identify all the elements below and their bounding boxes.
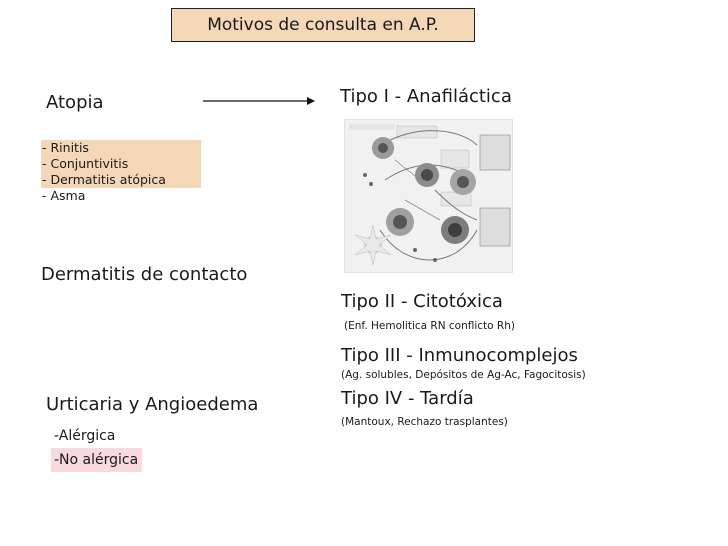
tipo4-heading: Tipo IV - Tardía (341, 388, 474, 409)
list-item: - Dermatitis atópica (41, 172, 201, 188)
allergy-reaction-diagram-image (344, 119, 513, 273)
list-item: - Conjuntivitis (41, 156, 201, 172)
slide-title-text: Motivos de consulta en A.P. (207, 15, 439, 35)
list-item: - Rinitis (41, 140, 201, 156)
tipo3-heading: Tipo III - Inmunocomplejos (341, 345, 578, 366)
dermatitis-heading: Dermatitis de contacto (41, 264, 248, 285)
diagram-illustration (349, 124, 511, 266)
tipo2-note: (Enf. Hemolitica RN conflicto Rh) (344, 320, 515, 332)
list-item: - Asma (42, 188, 86, 203)
slide-title: Motivos de consulta en A.P. (171, 8, 475, 42)
tipo4-note: (Mantoux, Rechazo trasplantes) (341, 416, 508, 428)
right-arrow-icon (203, 97, 315, 105)
list-item: -Alérgica (54, 428, 116, 444)
tipo3-note: (Ag. solubles, Depósitos de Ag-Ac, Fagoc… (341, 369, 586, 381)
list-item: -No alérgica (51, 448, 143, 472)
atopia-list: - Rinitis - Conjuntivitis - Dermatitis a… (41, 140, 201, 204)
tipo1-heading: Tipo I - Anafiláctica (340, 86, 512, 107)
tipo2-heading: Tipo II - Citotóxica (341, 291, 503, 312)
urticaria-heading: Urticaria y Angioedema (46, 394, 259, 415)
atopia-heading: Atopia (46, 92, 104, 113)
urticaria-list: -Alérgica -No alérgica (51, 424, 143, 472)
